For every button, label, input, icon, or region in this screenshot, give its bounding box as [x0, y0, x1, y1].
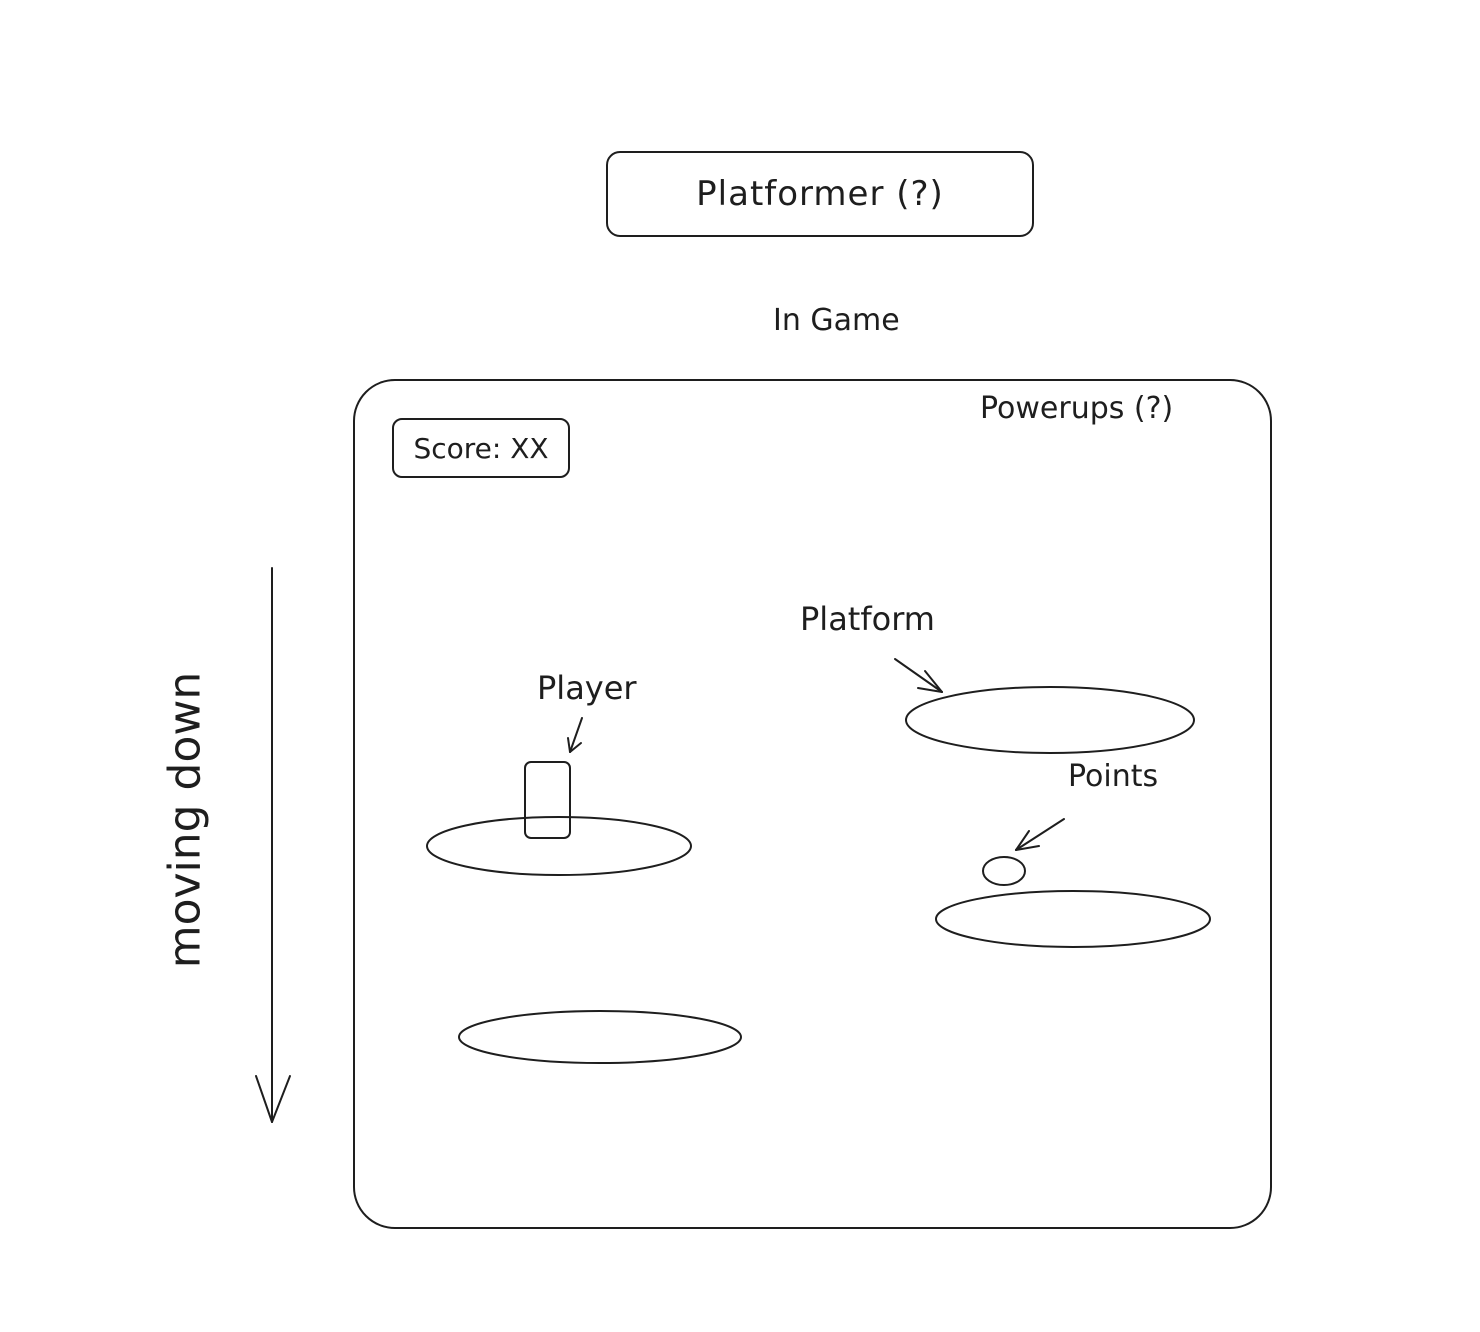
score-box: Score: XX [392, 418, 570, 478]
platform-label: Platform [800, 600, 935, 638]
down-arrow [255, 567, 291, 1123]
player-label: Player [537, 669, 637, 707]
title-box: Platformer (?) [606, 151, 1034, 237]
score-text: Score: XX [413, 431, 549, 465]
game-frame [353, 379, 1272, 1229]
powerups-label: Powerups (?) [980, 391, 1174, 426]
points-label: Points [1068, 759, 1159, 794]
title-text: Platformer (?) [696, 174, 944, 214]
direction-label: moving down [159, 671, 211, 969]
screen-label: In Game [773, 303, 900, 338]
